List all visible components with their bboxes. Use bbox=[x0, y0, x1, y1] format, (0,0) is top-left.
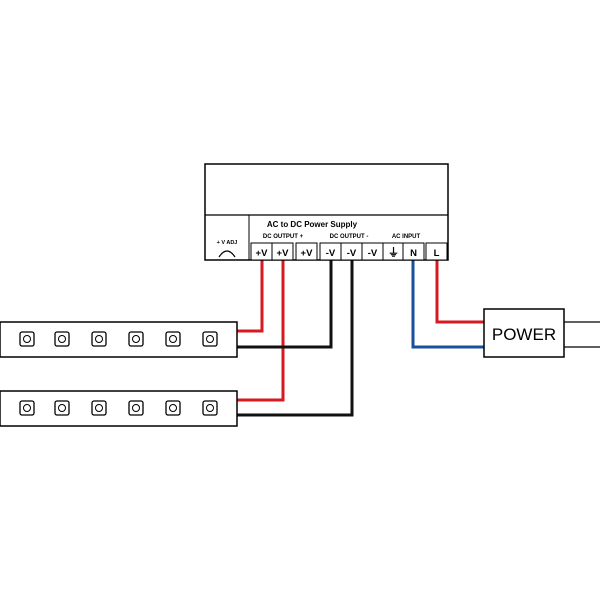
terminal-pos-v-2-label: +V bbox=[277, 248, 290, 259]
ground-icon: ⏚ bbox=[388, 246, 399, 259]
led-lens bbox=[132, 404, 140, 412]
led-lens bbox=[95, 335, 103, 343]
led-lens bbox=[23, 335, 31, 343]
led-strip-body bbox=[0, 390, 238, 427]
led-lens bbox=[95, 404, 103, 412]
power-supply: + V ADJ AC to DC Power Supply DC OUTPUT … bbox=[204, 163, 449, 261]
terminal-strip: +V +V +V -V -V -V ⏚ N L bbox=[250, 242, 448, 261]
live-wire bbox=[435, 258, 484, 324]
led-lens bbox=[169, 335, 177, 343]
terminal-n-box bbox=[402, 242, 425, 261]
wires bbox=[237, 258, 484, 417]
dc-output-pos-label: DC OUTPUT + bbox=[263, 234, 304, 240]
vadj-knob-icon[interactable] bbox=[218, 250, 236, 258]
terminal-l-label: L bbox=[434, 248, 440, 259]
led-lens bbox=[169, 404, 177, 412]
negative-wire-strip-2 bbox=[237, 258, 354, 417]
terminal-neg-v-1-label: -V bbox=[326, 248, 336, 259]
terminal-pos-v-3-box bbox=[295, 242, 318, 261]
led-lens bbox=[132, 335, 140, 343]
power-box-label: POWER bbox=[492, 325, 556, 344]
terminal-l-box bbox=[425, 242, 448, 261]
power-box bbox=[483, 308, 565, 358]
led-strip-body bbox=[0, 321, 238, 358]
led-lens bbox=[206, 404, 214, 412]
led-lens bbox=[58, 404, 66, 412]
terminal-pos-v-2-box bbox=[271, 242, 294, 261]
led-lens bbox=[206, 335, 214, 343]
positive-wire-strip-1 bbox=[237, 258, 264, 333]
led-lens bbox=[23, 404, 31, 412]
led-lens bbox=[58, 335, 66, 343]
negative-wire-strip-1 bbox=[237, 258, 333, 349]
neutral-wire bbox=[411, 258, 484, 349]
terminal-pos-v-3-label: +V bbox=[301, 248, 314, 259]
terminal-neg-v-3-label: -V bbox=[368, 248, 378, 259]
ac-input-label: AC INPUT bbox=[392, 234, 421, 240]
terminal-neg-v-2-label: -V bbox=[347, 248, 357, 259]
positive-wire-strip-2 bbox=[237, 258, 285, 402]
psu-title: AC to DC Power Supply bbox=[267, 220, 358, 229]
terminal-n-label: N bbox=[410, 248, 417, 259]
led-strips bbox=[0, 321, 238, 427]
dc-output-neg-label: DC OUTPUT - bbox=[330, 234, 369, 240]
led-strip-1 bbox=[0, 321, 238, 358]
terminal-pos-v-1-label: +V bbox=[256, 248, 269, 259]
vadj-label: + V ADJ bbox=[217, 240, 238, 246]
power-source: POWER bbox=[483, 308, 600, 358]
led-strip-2 bbox=[0, 390, 238, 427]
